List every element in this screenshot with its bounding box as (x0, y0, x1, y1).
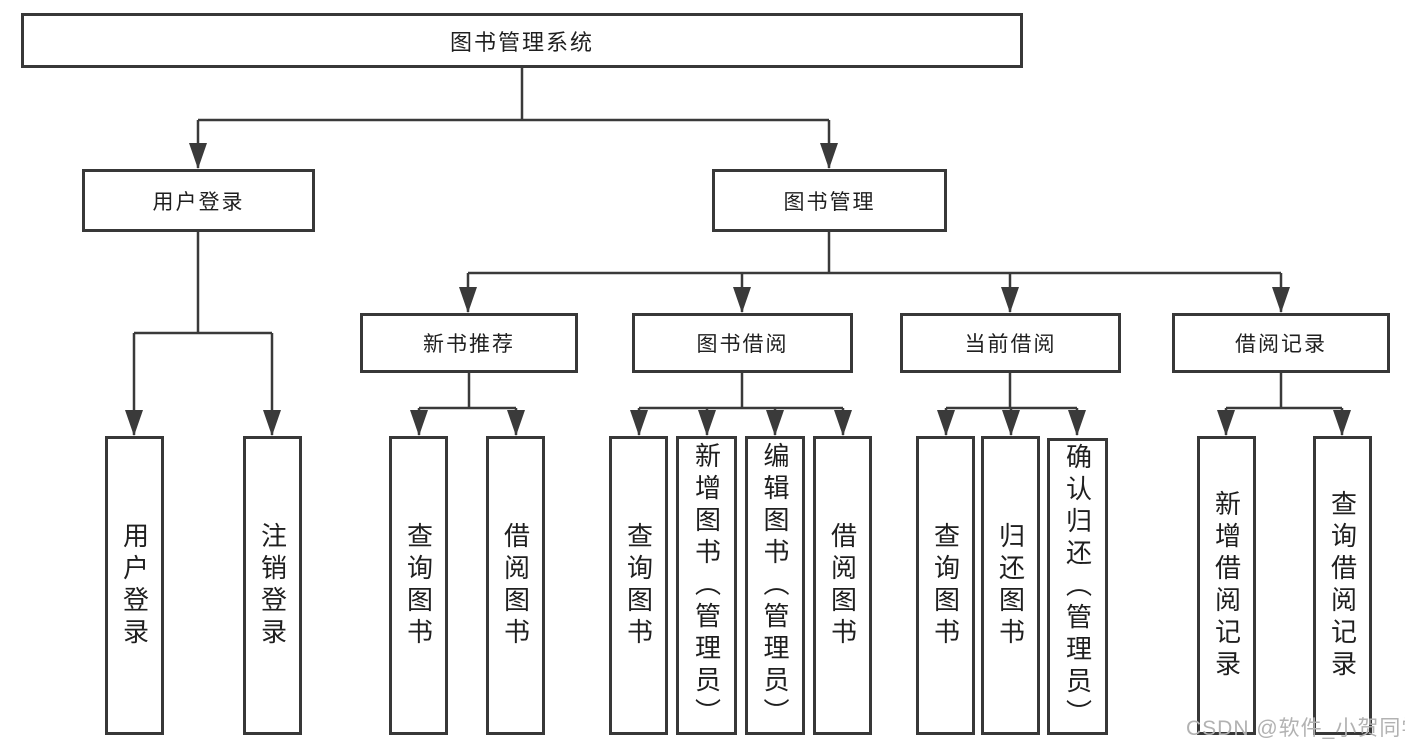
leaf-query-borrow-record: 查询借阅记录 (1313, 436, 1372, 735)
leaf-user-login: 用户登录 (105, 436, 164, 735)
node-label: 查询图书 (623, 521, 654, 650)
node-label: 用户登录 (152, 190, 245, 214)
node-label: 查询图书 (930, 521, 961, 650)
leaf-logout-login: 注销登录 (243, 436, 302, 735)
leaf-borrow-books-recommend: 借阅图书 (486, 436, 545, 735)
node-label: 图书管理 (783, 190, 876, 214)
node-label: 新增借阅记录 (1211, 489, 1242, 682)
node-label: 用户登录 (119, 521, 150, 650)
node-user-login: 用户登录 (82, 169, 315, 232)
node-label: 当前借阅 (964, 333, 1057, 356)
leaf-add-borrow-record: 新增借阅记录 (1197, 436, 1256, 735)
node-label: 借阅图书 (500, 521, 531, 650)
node-label: 确认归还（管理员） (1062, 442, 1093, 731)
node-label: 图书借阅 (696, 333, 789, 356)
csdn-watermark: CSDN @软件_小贺同学 (1186, 717, 1405, 740)
node-current-borrow: 当前借阅 (900, 313, 1121, 373)
node-label: 图书管理系统 (449, 29, 594, 55)
node-label: 新书推荐 (423, 333, 515, 356)
node-book-borrow: 图书借阅 (632, 313, 853, 373)
leaf-borrow-books-borrow: 借阅图书 (813, 436, 872, 735)
leaf-confirm-return-admin: 确认归还（管理员） (1047, 438, 1108, 735)
node-library-management-system: 图书管理系统 (21, 13, 1023, 68)
leaf-return-books: 归还图书 (981, 436, 1040, 735)
node-book-management: 图书管理 (712, 169, 947, 232)
node-label: 新增图书（管理员） (691, 441, 722, 730)
leaf-add-books-admin: 新增图书（管理员） (676, 436, 737, 735)
node-new-book-recommend: 新书推荐 (360, 313, 578, 373)
leaf-query-books-recommend: 查询图书 (389, 436, 448, 735)
leaf-query-books-borrow: 查询图书 (609, 436, 668, 735)
leaf-query-books-current: 查询图书 (916, 436, 975, 735)
node-label: 借阅图书 (827, 521, 858, 650)
leaf-edit-books-admin: 编辑图书（管理员） (745, 436, 805, 735)
node-borrow-records: 借阅记录 (1172, 313, 1390, 373)
node-label: 查询图书 (403, 521, 434, 650)
node-label: 归还图书 (995, 521, 1026, 650)
node-label: 编辑图书（管理员） (760, 441, 790, 730)
node-label: 借阅记录 (1235, 333, 1327, 356)
node-label: 注销登录 (257, 521, 288, 650)
node-label: 查询借阅记录 (1327, 489, 1358, 682)
